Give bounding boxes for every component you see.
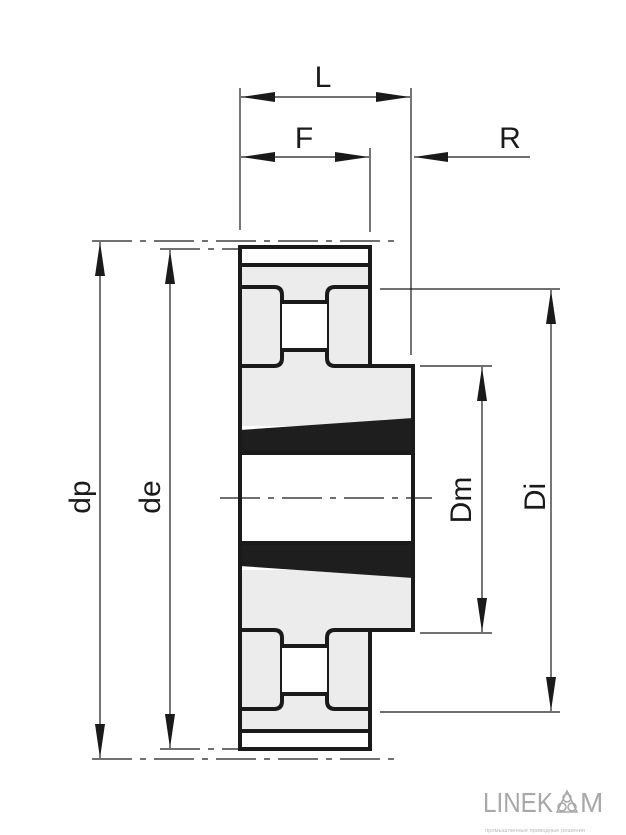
label-de: de [134,480,167,513]
logo-rollers-icon [555,789,579,813]
logo-text-left: LINEK [483,787,553,818]
label-dp: dp [64,480,97,513]
label-R: R [499,122,521,155]
linekom-logo: LINEK M промышленные приводные решения [483,787,603,834]
taper-bush-upper [240,418,413,453]
label-Di: Di [519,483,552,511]
pulley-outline [238,245,415,751]
logo-tagline: промышленные приводные решения [485,828,585,834]
label-L: L [315,61,332,94]
groove-pocket [238,285,284,368]
pulley-upper-half [238,265,413,453]
label-F: F [295,122,313,155]
label-Dm: Dm [445,477,478,524]
logo-text-right: M [580,787,603,818]
pulley-lower-half [238,543,413,731]
